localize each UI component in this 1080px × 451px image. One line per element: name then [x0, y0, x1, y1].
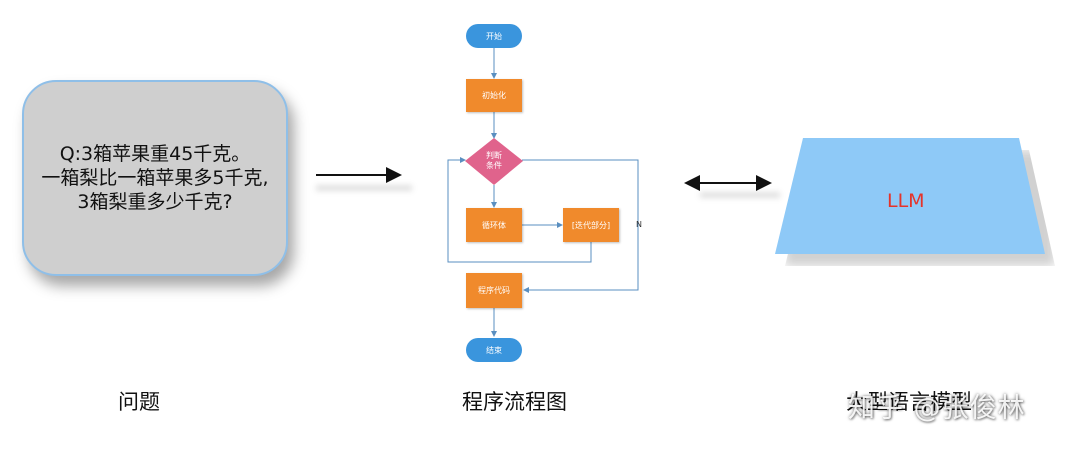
- llm-label: LLM: [887, 190, 925, 212]
- question-line-3: 3箱梨重多少千克?: [77, 191, 233, 213]
- caption-flowchart: 程序流程图: [462, 390, 567, 414]
- question-line-1: Q:3箱苹果重45千克。: [59, 143, 251, 165]
- end-terminal: 结束: [466, 338, 522, 362]
- condition-diamond: [465, 138, 523, 185]
- caption-llm: 大型语言模型: [846, 390, 972, 414]
- flowchart-lines: [447, 48, 639, 337]
- condition-label-line-1: 判断: [486, 151, 502, 160]
- condition-label: 判断 条件: [476, 151, 512, 171]
- arrow-shadow-right: [700, 192, 780, 198]
- no-branch-label: N: [636, 220, 642, 229]
- question-line-2: 一箱梨比一箱苹果多5千克,: [41, 167, 269, 189]
- iteration-box: [迭代部分]: [563, 208, 619, 242]
- program-code-box: 程序代码: [466, 273, 522, 308]
- caption-question: 问题: [118, 390, 160, 414]
- start-terminal: 开始: [466, 24, 522, 48]
- llm-trapezoid: [775, 138, 1045, 254]
- condition-label-line-2: 条件: [486, 161, 502, 170]
- init-box: 初始化: [466, 79, 522, 112]
- arrow-shadow-left: [316, 185, 412, 191]
- question-card: Q:3箱苹果重45千克。 一箱梨比一箱苹果多5千克, 3箱梨重多少千克?: [22, 80, 288, 276]
- loop-body-box: 循环体: [466, 208, 522, 242]
- watermark: 知乎 @张俊林: [848, 393, 1026, 424]
